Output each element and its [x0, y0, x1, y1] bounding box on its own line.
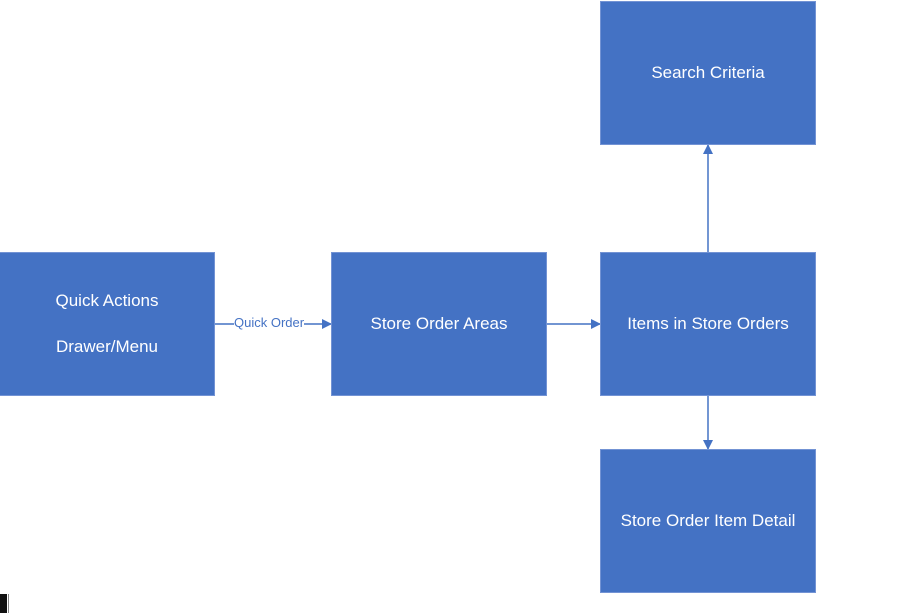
- node-quick-actions-drawer-menu: Quick Actions Drawer/Menu: [0, 252, 215, 396]
- node-store-order-item-detail: Store Order Item Detail: [600, 449, 816, 593]
- node-search-criteria: Search Criteria: [600, 1, 816, 145]
- node-label-line-2: Drawer/Menu: [55, 337, 159, 356]
- edge-label-quick-order: Quick Order: [234, 315, 305, 331]
- corner-marker-line: [8, 594, 9, 613]
- corner-marker: [0, 594, 7, 613]
- node-label-line-1: Quick Actions: [55, 291, 159, 310]
- node-items-in-store-orders: Items in Store Orders: [600, 252, 816, 396]
- node-label: Items in Store Orders: [627, 314, 789, 333]
- node-label: Store Order Item Detail: [620, 511, 796, 530]
- node-label: Search Criteria: [651, 63, 765, 82]
- node-label: Store Order Areas: [370, 314, 508, 333]
- node-store-order-areas: Store Order Areas: [331, 252, 547, 396]
